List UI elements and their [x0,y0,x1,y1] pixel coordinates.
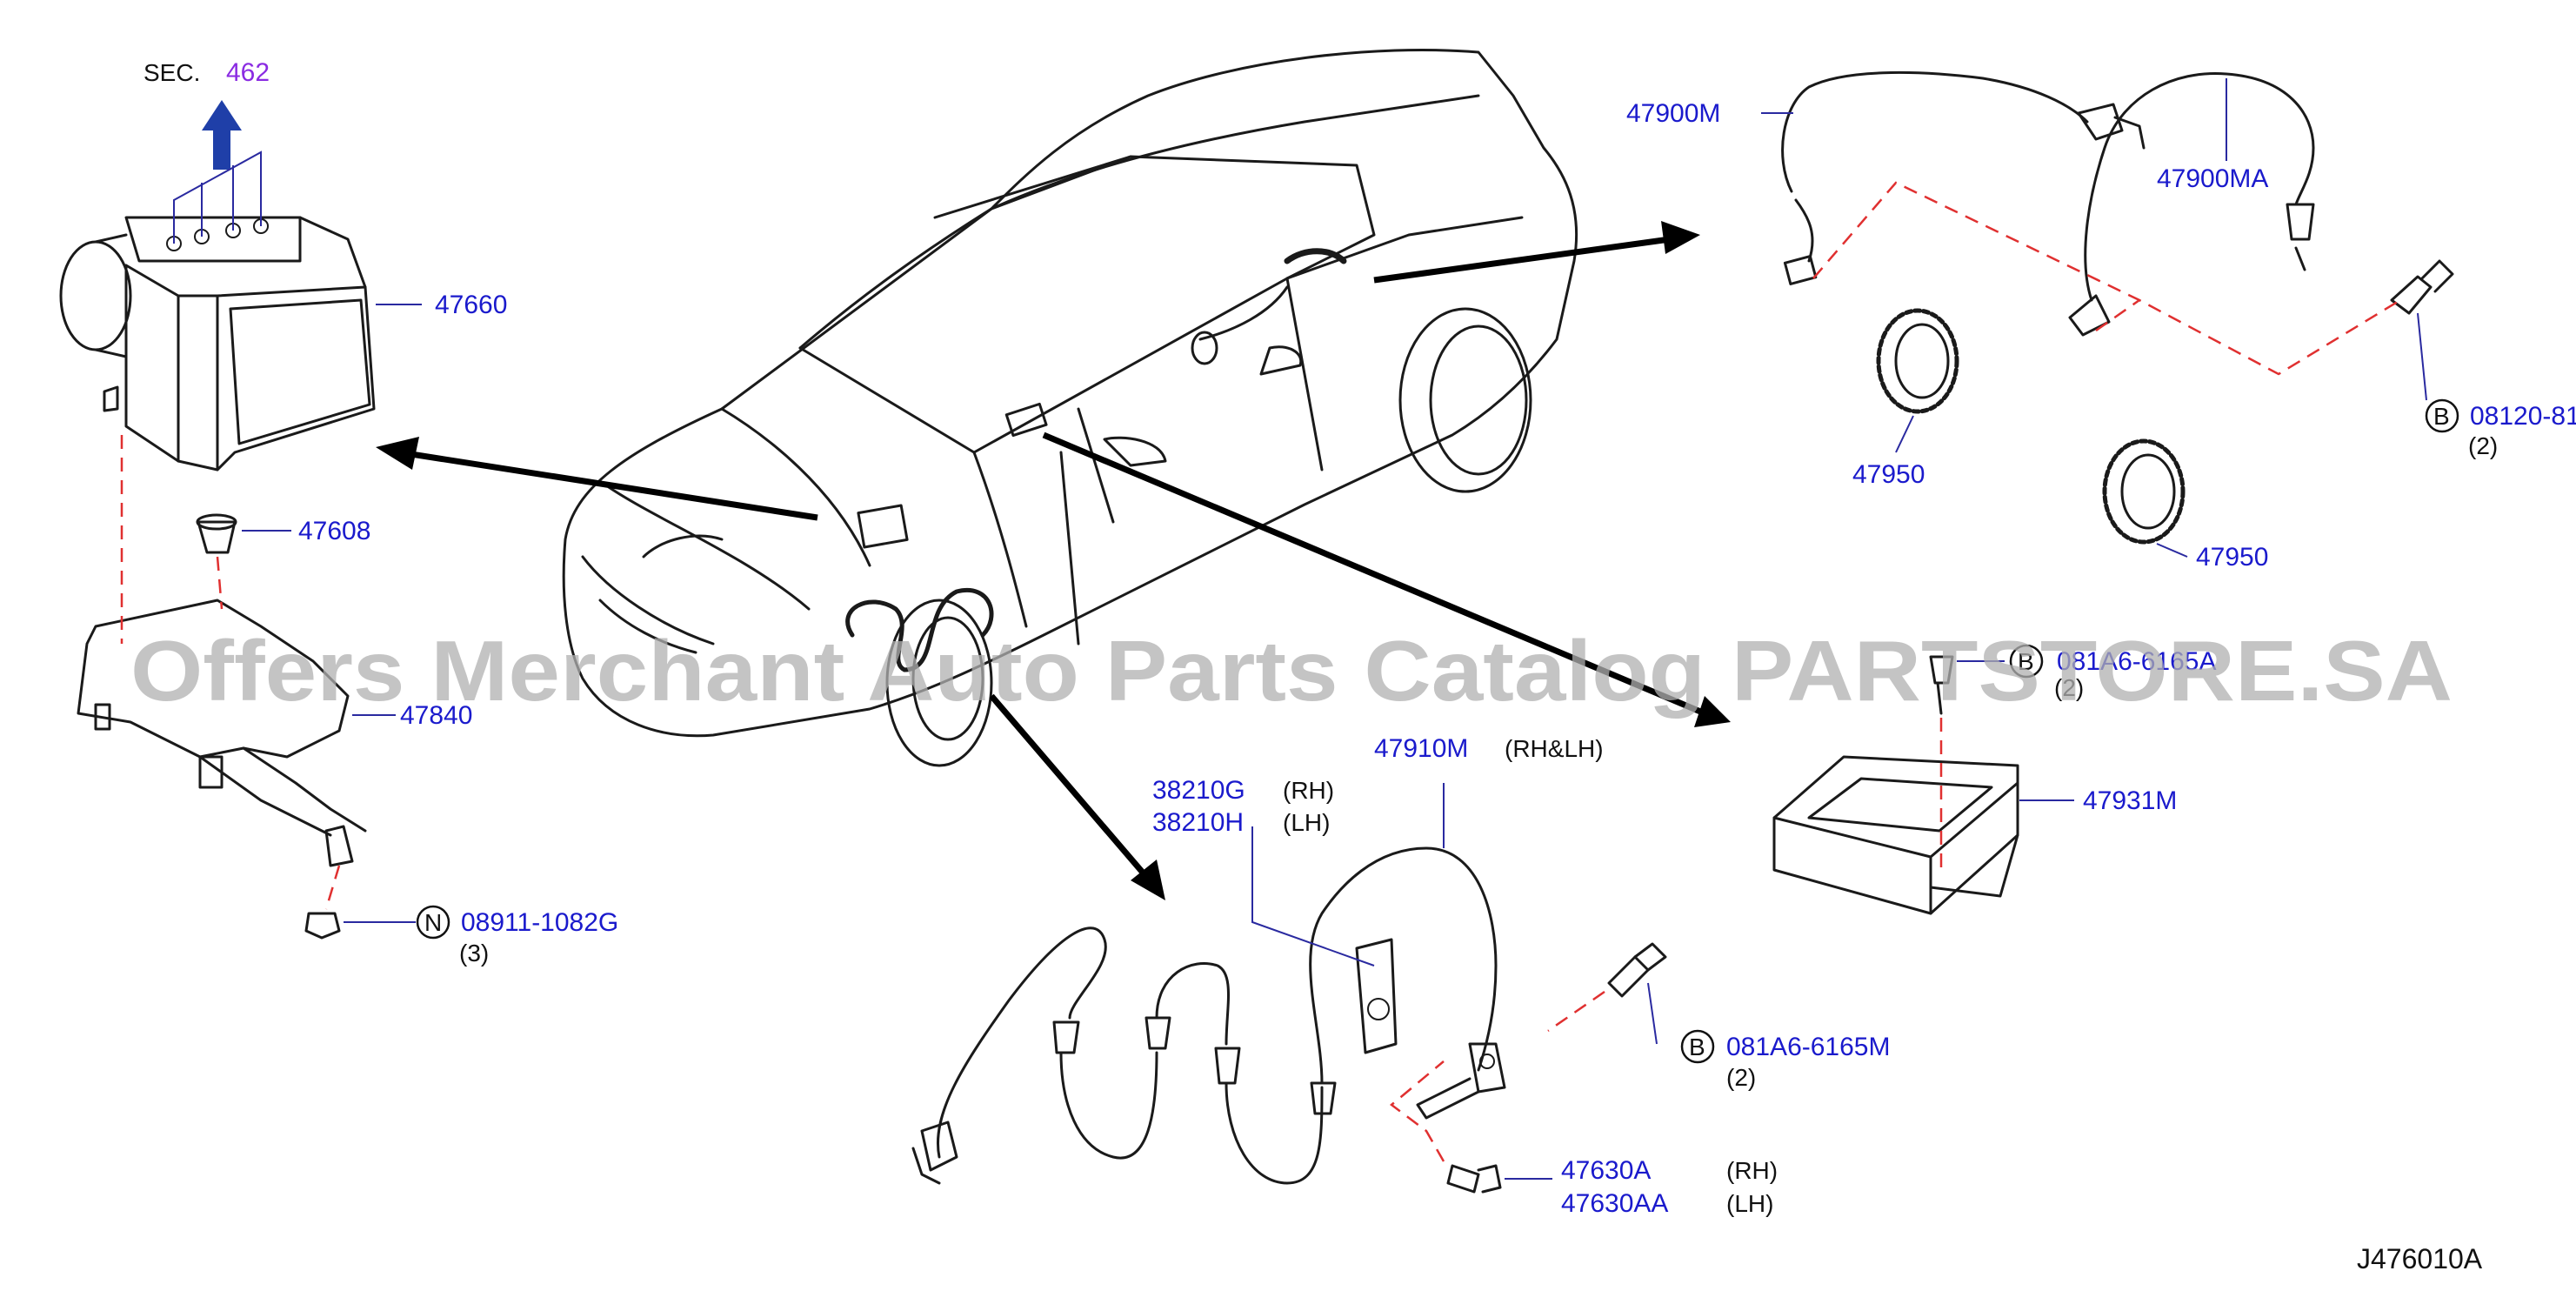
bracket-38210 [1251,826,1398,1054]
part-47660[interactable]: 47660 [435,291,507,319]
nut-qty: (3) [459,940,489,967]
front-harness-47910M [911,783,1498,1185]
part-47950-b[interactable]: 47950 [2196,543,2268,572]
tone-ring-47950-b [2102,438,2188,558]
rear-sensor-47900MA [2068,71,2315,337]
nut-marker: N [424,909,442,936]
bolt-08120-8162E [2390,259,2459,433]
nut-08911-1082G [304,905,450,940]
part-081A6-6165A[interactable]: 081A6-6165A [2057,647,2217,676]
car-illustration [562,48,1578,767]
bolt-rear-qty: (2) [2468,432,2498,459]
abs-actuator-47660 [59,100,422,472]
diagram-code: J476010A [2357,1243,2483,1274]
callout-arrows [376,221,1731,900]
tone-ring-47950-a [1876,308,1959,453]
part-081A6-6165M[interactable]: 081A6-6165M [1726,1033,1890,1061]
bolt-unit-qty: (2) [2054,674,2084,701]
front-wheel-sensor [1416,1042,1506,1120]
dashed-links-left [120,435,341,910]
part-47910M[interactable]: 47910M [1374,734,1468,763]
side-47910M: (RH&LH) [1505,735,1604,762]
rear-sensor-47900M [1761,70,2146,285]
part-08120-8162E[interactable]: 08120-8162E [2470,402,2576,431]
side-38210H: (LH) [1283,809,1330,836]
section-prefix: SEC. [143,59,200,86]
watermark: Offers Merchant Auto Parts Catalog PARTS… [130,623,2453,719]
part-47931M[interactable]: 47931M [2083,786,2177,815]
part-47950-a[interactable]: 47950 [1852,460,1925,489]
bolt-081A6-6165A [1929,644,2044,870]
part-47608[interactable]: 47608 [298,517,370,545]
side-47630AA: (LH) [1726,1190,1773,1217]
bolt-rear-marker: B [2433,403,2450,430]
part-08911-1082G[interactable]: 08911-1082G [461,908,618,937]
bolt-front-marker: B [1689,1033,1705,1060]
bracket-47840 [77,599,396,867]
side-47630A: (RH) [1726,1157,1778,1184]
part-47840[interactable]: 47840 [400,701,472,730]
part-47630A[interactable]: 47630A [1561,1156,1651,1185]
part-47630AA[interactable]: 47630AA [1561,1189,1668,1218]
bolt-47630A [1389,1060,1552,1194]
control-unit-47931M [1772,755,2074,915]
part-47900MA[interactable]: 47900MA [2157,164,2268,193]
part-38210G[interactable]: 38210G [1152,776,1245,805]
bolt-081A6-6165M [1547,942,1715,1064]
section-number[interactable]: 462 [226,58,270,87]
bolt-unit-marker: B [2018,648,2034,675]
part-47900M[interactable]: 47900M [1626,99,1720,128]
side-38210G: (RH) [1283,777,1334,804]
grommet-47608 [196,513,291,554]
bolt-front-qty: (2) [1726,1064,1756,1091]
part-38210H[interactable]: 38210H [1152,808,1244,837]
dashed-links-rear [1812,181,2401,376]
